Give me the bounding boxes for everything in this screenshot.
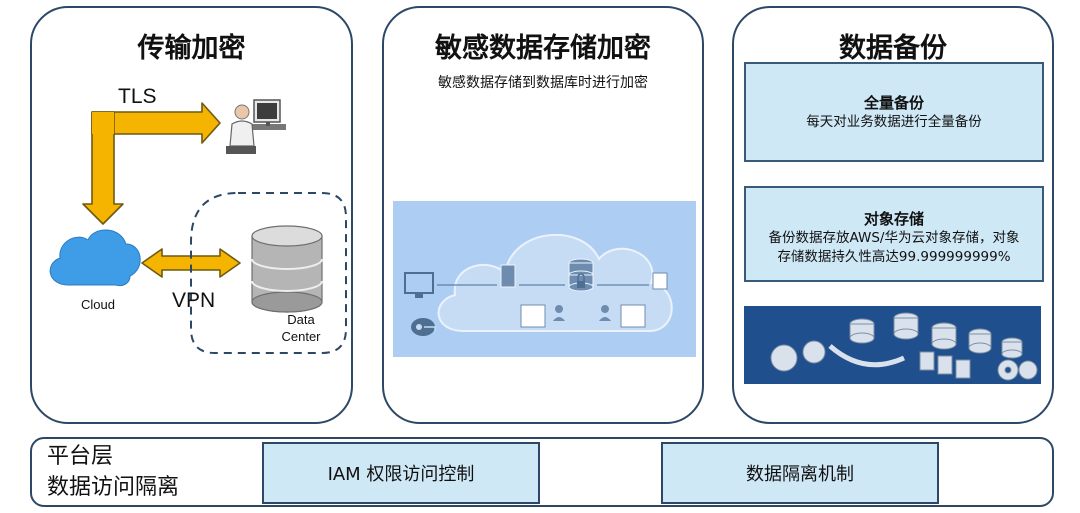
vpn-label: VPN [172,289,215,312]
storage-title: 敏感数据存储加密 [435,33,651,64]
monitor-icon [404,272,434,298]
object-storage-title: 对象存储 [863,210,924,228]
server-icon [500,264,516,288]
database-icon [251,225,323,313]
object-storage-desc-line1: 备份数据存放AWS/华为云对象存储，对象 [768,230,1020,246]
data-center-label-line1: Data [287,312,315,327]
lock-icon [577,273,585,288]
tls-label: TLS [118,85,157,108]
object-storage-box: 对象存储 备份数据存放AWS/华为云对象存储，对象 存储数据持久性高达99.99… [744,186,1044,282]
full-backup-title: 全量备份 [863,94,924,112]
cloud-label: Cloud [81,297,115,312]
data-card-icons [520,304,646,328]
document-icon [652,272,668,290]
storage-subtitle: 敏感数据存储到数据库时进行加密 [438,75,648,91]
tls-arrow [82,102,221,225]
data-center-label-line2: Center [281,329,321,344]
vpn-arrow [141,248,241,278]
user-icons [553,305,611,321]
backup-storage-banner [744,306,1041,384]
storage-devices-illustration [770,312,1038,381]
transport-title: 传输加密 [137,33,246,64]
backup-title: 数据备份 [839,33,947,64]
computer-user-icon [226,99,286,154]
storage-encryption-illustration [393,201,696,357]
data-isolation-box: 数据隔离机制 [661,442,939,504]
iam-access-control-box: IAM 权限访问控制 [262,442,540,504]
kms-key-icon [411,318,436,336]
data-center-boundary [190,192,347,354]
transport-encryption-panel: 传输加密 [30,6,353,424]
object-storage-desc-line2: 存储数据持久性高达99.999999999% [777,249,1011,265]
full-backup-box: 全量备份 每天对业务数据进行全量备份 [744,62,1044,162]
cloud-icon [49,229,141,287]
full-backup-desc: 每天对业务数据进行全量备份 [806,114,982,130]
platform-layer-label-line2: 数据访问隔离 [47,475,180,500]
platform-layer-label-line1: 平台层 [47,444,114,469]
transport-diagram: TLS VPN Cloud Data Center [49,85,347,354]
